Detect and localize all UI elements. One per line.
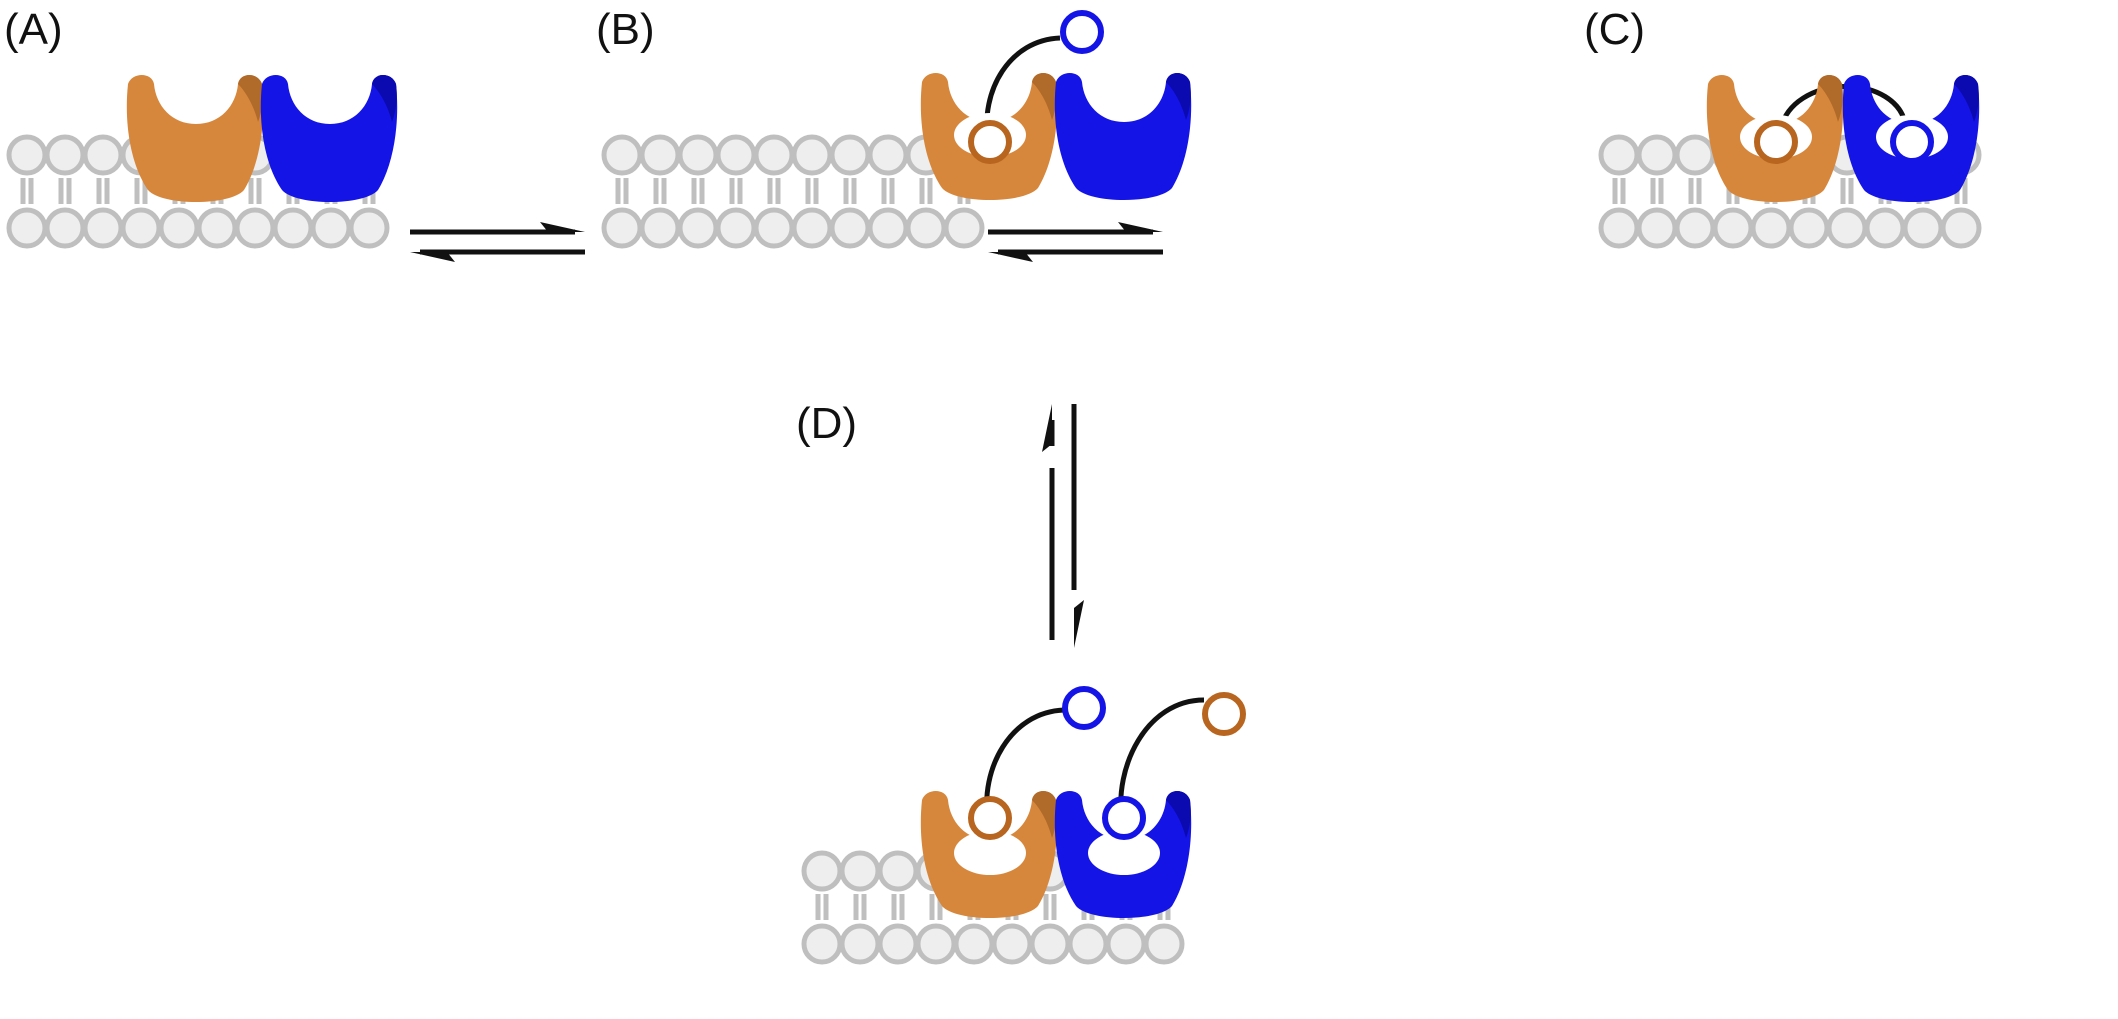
- equilibrium-arrows-icon: [410, 222, 585, 262]
- orange-receptor-icon: [126, 75, 264, 202]
- ligand-ring-icon: [968, 120, 1012, 164]
- panel-c: (C): [1584, 5, 1979, 246]
- blue-receptor-icon: [1054, 73, 1192, 200]
- panel-label-b: (B): [596, 5, 655, 54]
- panel-d: (D): [796, 399, 1246, 962]
- lipid-bilayer-icon: [604, 137, 982, 246]
- panel-label-c: (C): [1584, 5, 1645, 54]
- ligand-ring-icon: [1062, 686, 1106, 730]
- orange-receptor-icon: [920, 791, 1058, 918]
- blue-receptor-icon: [1054, 791, 1192, 918]
- panel-b: (B): [596, 5, 1192, 246]
- equilibrium-arrows-icon: [1042, 404, 1084, 648]
- ligand-ring-icon: [968, 796, 1012, 840]
- blue-receptor-icon: [260, 75, 398, 202]
- ligand-ring-icon: [1754, 120, 1798, 164]
- ligand-ring-icon: [1890, 120, 1934, 164]
- equilibrium-arrows-icon: [988, 222, 1163, 262]
- panel-label-a: (A): [4, 5, 63, 54]
- ligand-ring-icon: [1060, 10, 1104, 54]
- panel-label-d: (D): [796, 399, 857, 448]
- ligand-ring-icon: [1202, 692, 1246, 736]
- panel-a: (A): [4, 5, 398, 246]
- ligand-ring-icon: [1102, 796, 1146, 840]
